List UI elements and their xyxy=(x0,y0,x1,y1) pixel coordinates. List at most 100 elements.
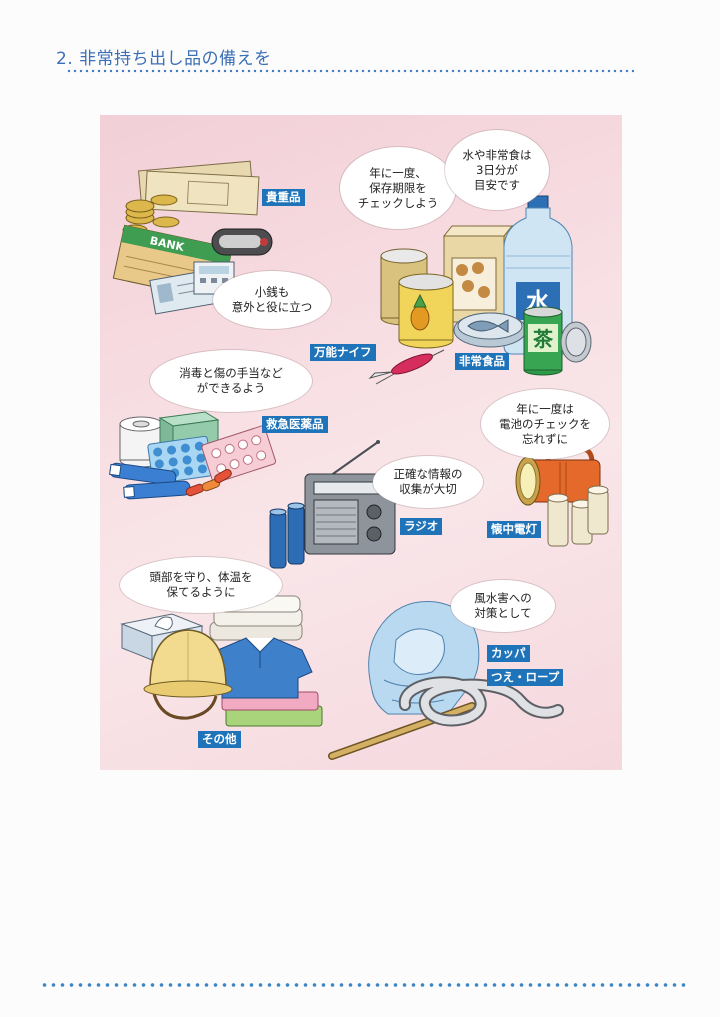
blister-pill xyxy=(180,443,190,453)
raincoat-fold xyxy=(391,699,445,704)
battery xyxy=(587,489,609,535)
calculator-key xyxy=(200,278,206,283)
label-multi-knife: 万能ナイフ xyxy=(310,344,376,361)
pill-packet xyxy=(201,425,277,484)
radio-antenna xyxy=(329,441,379,477)
knife-blade xyxy=(368,371,393,379)
cracker xyxy=(456,264,468,276)
blister-pill xyxy=(153,447,163,457)
id-card-photo xyxy=(156,282,174,304)
radio-batteries xyxy=(269,502,305,569)
radio-antenna-tip xyxy=(376,440,380,444)
helmet-brim xyxy=(143,680,233,698)
crackers-box xyxy=(442,224,514,324)
section-title: 2. 非常持ち出し品の備えを xyxy=(56,49,272,69)
others-illustration xyxy=(120,595,323,727)
helmet-strap xyxy=(152,693,218,720)
flashlight-batteries xyxy=(547,485,609,547)
cane-stick xyxy=(328,702,476,760)
packet-pill xyxy=(256,450,267,461)
can-top xyxy=(523,306,563,318)
speech-bubble-others: 頭部を守り、体温を 保てるように xyxy=(120,557,282,613)
fish xyxy=(467,319,509,333)
speech-bubble-expiry: 年に一度、 保存期限を チェックしよう xyxy=(340,147,456,229)
rope xyxy=(398,676,564,727)
blister-pill xyxy=(182,455,192,465)
blister-pill xyxy=(184,466,194,476)
crackers-box-top xyxy=(442,225,514,237)
battery xyxy=(287,505,305,565)
packet-pill xyxy=(242,454,253,465)
cracker xyxy=(478,286,490,298)
battery-top xyxy=(269,508,287,516)
label-cane-rope: つえ・ロープ xyxy=(487,669,564,686)
first-aid-illustration xyxy=(109,411,277,500)
tube-cap xyxy=(109,463,122,477)
label-raincoat: カッパ xyxy=(487,645,530,662)
radio-knob xyxy=(366,526,382,542)
tube-cap xyxy=(123,486,135,498)
blister-pill xyxy=(168,457,178,467)
battery xyxy=(547,497,569,547)
speech-bubble-coins: 小銭も 意外と役に立つ xyxy=(213,271,331,329)
flashlight-lens xyxy=(519,462,537,500)
blister-pill xyxy=(194,441,204,451)
folded-clothes xyxy=(207,637,323,727)
calculator-key xyxy=(222,278,228,283)
knife-tool xyxy=(375,373,395,385)
label-first-aid: 救急医薬品 xyxy=(262,416,328,433)
banknotes xyxy=(138,160,260,216)
capsule-pills xyxy=(185,469,232,497)
multi-tool-knife xyxy=(368,349,445,385)
pineapple xyxy=(410,305,430,331)
rope-fill xyxy=(400,678,562,725)
speech-bubble-three-days: 水や非常食は 3日分が 目安です xyxy=(445,130,549,210)
speech-bubble-radio: 正確な情報の 収集が大切 xyxy=(373,456,483,508)
label-emergency-food: 非常食品 xyxy=(455,353,509,370)
radio-knob xyxy=(366,504,382,520)
seal-case-dot xyxy=(260,238,268,246)
coin xyxy=(152,216,180,228)
label-flashlight: 懐中電灯 xyxy=(487,521,541,538)
pineapple-leaves xyxy=(413,293,427,308)
label-valuables: 貴重品 xyxy=(262,189,305,206)
valuables-illustration: BANK xyxy=(112,160,273,315)
speech-bubble-first-aid: 消毒と傷の手当など ができるよう xyxy=(150,350,312,412)
cane-stick-fill xyxy=(329,703,475,759)
battery-top xyxy=(547,493,569,503)
cracker xyxy=(472,262,484,274)
tissue xyxy=(154,616,173,631)
battery xyxy=(269,511,287,569)
raincoat-hood-opening xyxy=(393,628,445,675)
seal-case-window xyxy=(219,235,261,248)
radio xyxy=(304,440,396,555)
tea-can: 茶 xyxy=(523,306,563,376)
packet-pill xyxy=(211,448,222,459)
banknote-portrait xyxy=(186,180,230,206)
packet-pill xyxy=(229,459,240,470)
bankbook-stripe xyxy=(121,225,233,265)
banknote xyxy=(144,170,260,216)
footer-dotted-line xyxy=(40,982,690,988)
can-lid xyxy=(560,321,592,363)
capsule xyxy=(214,469,232,483)
seal-case xyxy=(211,228,273,256)
flashlight-illustration xyxy=(515,445,609,547)
ointment-tubes xyxy=(109,462,191,500)
label-others: その他 xyxy=(198,731,241,748)
raincoat-rope-illustration xyxy=(328,600,564,760)
calculator-key xyxy=(211,278,217,283)
battery-top xyxy=(287,502,305,510)
packet-pill xyxy=(251,435,262,446)
blister-pill xyxy=(197,464,207,474)
fish-can xyxy=(453,312,527,348)
can-top xyxy=(398,273,454,291)
roll-core xyxy=(132,420,150,428)
calculator-screen xyxy=(199,266,229,274)
can-top xyxy=(380,248,428,264)
knife-tool xyxy=(431,349,445,357)
speech-bubble-storm: 風水害への 対策として xyxy=(451,580,555,632)
speech-bubble-battery: 年に一度は 電池のチェックを 忘れずに xyxy=(481,389,609,459)
label-radio: ラジオ xyxy=(400,518,443,535)
